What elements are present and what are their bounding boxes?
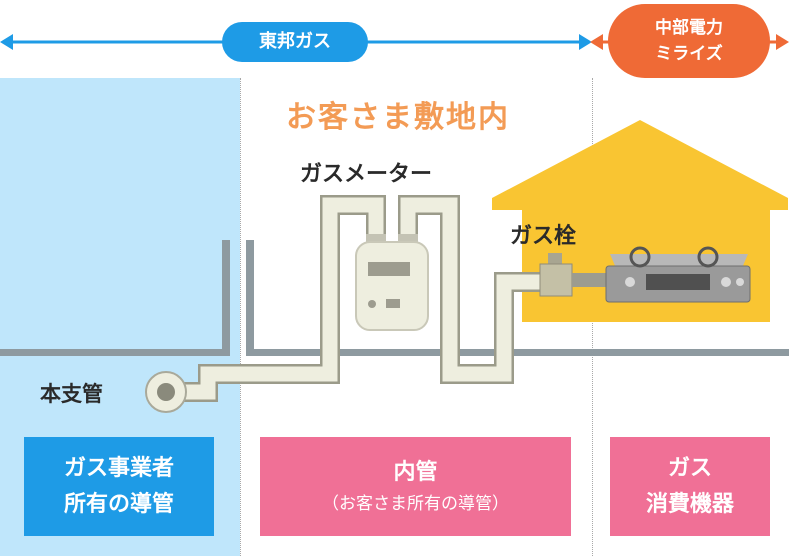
- appliance-box: ガス 消費機器: [610, 437, 770, 536]
- utility-pipe-line2: 所有の導管: [63, 491, 174, 517]
- gas-cock-label: ガス栓: [510, 224, 577, 249]
- utility-pipe-box: ガス事業者 所有の導管: [24, 437, 214, 536]
- gas-meter: [355, 234, 429, 331]
- tokyo-gas-label: 東邦ガス: [259, 31, 331, 52]
- main-pipe-circle: [145, 371, 187, 413]
- mirais-label-line2: ミライズ: [655, 44, 723, 64]
- main-pipe-label: 本支管: [40, 382, 103, 406]
- appliance-line1: ガス: [667, 455, 712, 481]
- appliance-line2: 消費機器: [645, 491, 734, 517]
- zone-divider-left: [240, 78, 241, 556]
- internal-pipe-box: 内管 （お客さま所有の導管）: [260, 437, 571, 536]
- gas-stove: [605, 246, 751, 303]
- mirais-label-line1: 中部電力: [655, 18, 723, 38]
- ground-lines: [0, 240, 789, 356]
- tokyo-gas-badge: 東邦ガス: [222, 22, 368, 62]
- gas-meter-label: ガスメーター: [300, 162, 433, 187]
- gas-pipe: [170, 195, 548, 402]
- internal-pipe-subtitle: （お客さま所有の導管）: [322, 493, 509, 514]
- internal-pipe-title: 内管: [393, 459, 438, 485]
- premises-label: お客さま敷地内: [286, 100, 510, 135]
- chubu-mirais-badge: 中部電力 ミライズ: [608, 4, 770, 78]
- gas-cock: [539, 253, 608, 297]
- utility-pipe-line1: ガス事業者: [63, 455, 174, 481]
